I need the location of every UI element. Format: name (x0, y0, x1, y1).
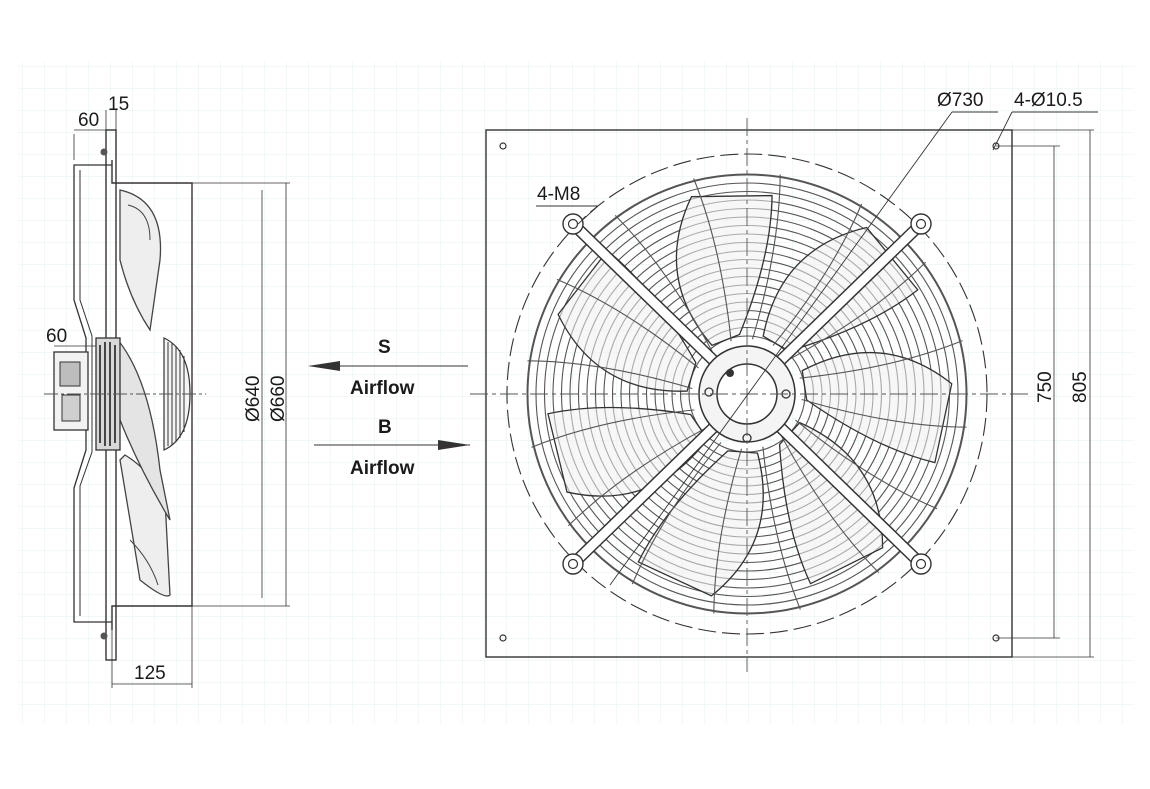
bolt-icon (100, 632, 108, 640)
front-view: Ø730 4-Ø10.5 4-M8 750 805 (470, 90, 1098, 672)
arm-end-icon (910, 553, 932, 575)
blade-side (117, 338, 171, 521)
impeller-blade (801, 351, 953, 464)
guard-radial (795, 419, 938, 510)
guard-radial (801, 398, 967, 428)
m8-hole-icon (567, 218, 579, 230)
guard-radial (762, 446, 801, 610)
dim-holes: 4-Ø10.5 (1014, 90, 1083, 111)
dim-d640: Ø640 (243, 376, 264, 422)
guard-radial (751, 174, 781, 340)
guard-radial (713, 448, 743, 614)
guard-radial (631, 442, 722, 585)
guard-radial (614, 214, 713, 352)
mount-hole-icon (499, 142, 507, 150)
arm-end-icon (910, 213, 932, 235)
guard-radial (527, 360, 693, 390)
guard-radial (781, 436, 880, 574)
hub-bolt-icon (704, 387, 714, 397)
guard-radial (693, 178, 732, 342)
support-arm-fill (568, 219, 718, 365)
guard-radial (531, 409, 695, 448)
m8-hole-icon (915, 218, 927, 230)
impeller-blade (675, 194, 773, 347)
airflow-b-label: B (378, 417, 392, 438)
arm-end-icon (562, 213, 584, 235)
mount-hole-icon (499, 634, 507, 642)
arrow-left-icon (308, 361, 340, 371)
support-arm-fill (776, 219, 926, 365)
impeller-blade (637, 450, 764, 597)
airflow-b-text: Airflow (350, 458, 415, 479)
dim-15: 15 (108, 94, 129, 115)
support-arm-fill (568, 423, 718, 569)
guard-radial (567, 428, 705, 527)
m8-hole-icon (567, 558, 579, 570)
hub-bolt-icon (726, 369, 734, 377)
front-mounting-plate (485, 129, 1013, 658)
dim-d660: Ø660 (268, 376, 289, 422)
dim-805: 805 (1070, 371, 1091, 403)
arm-end-icon (562, 553, 584, 575)
guard-radial (772, 203, 863, 346)
airflow-legend: S Airflow B Airflow (308, 337, 470, 479)
guard-radials (527, 174, 967, 614)
dim-60-top: 60 (78, 110, 99, 131)
airflow-s-label: S (378, 337, 391, 358)
side-view: 60 15 60 125 Ø640 Ø660 (44, 94, 290, 688)
dim-60-motor: 60 (46, 326, 67, 347)
side-ring (111, 160, 193, 630)
impeller-blade (778, 421, 884, 585)
guard-radial (799, 340, 963, 379)
dim-125: 125 (134, 663, 166, 684)
support-arms (562, 213, 932, 575)
dim-d730: Ø730 (937, 90, 983, 111)
m8-hole-icon (915, 558, 927, 570)
blade-side (119, 189, 162, 332)
dim-m8: 4-M8 (537, 184, 580, 205)
support-arm-fill (776, 423, 926, 569)
arrow-right-icon (438, 440, 470, 450)
dim-750: 750 (1035, 371, 1056, 403)
guard-radial (556, 278, 699, 369)
bolt-icon (100, 148, 108, 156)
airflow-s-text: Airflow (350, 378, 415, 399)
guard-radial (789, 261, 927, 360)
